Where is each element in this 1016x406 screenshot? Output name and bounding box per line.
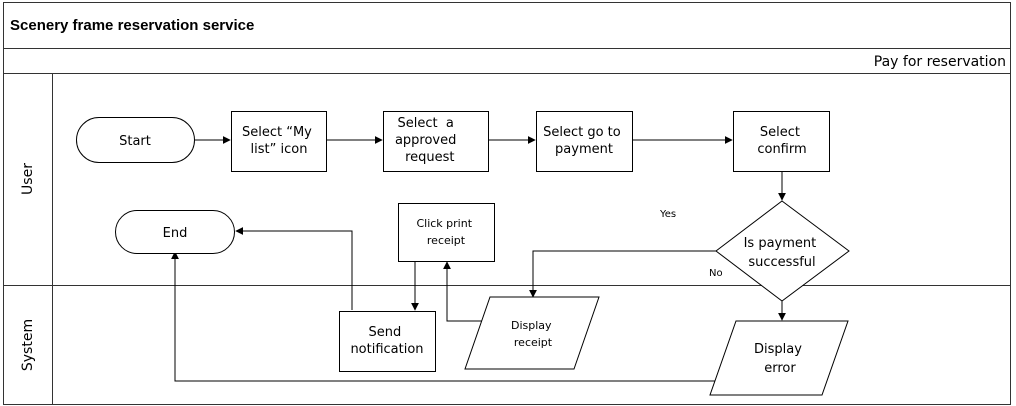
label-select-approved-line3: request [405, 150, 454, 165]
edge-decision-receipt [529, 250, 716, 298]
node-display-error [709, 320, 849, 396]
phase-label: Pay for reservation [874, 54, 1006, 70]
label-click-print-receipt: Click print receipt [416, 217, 475, 247]
label-send-notification-line1: Send [369, 325, 402, 340]
label-is-payment-line2: successful [748, 255, 815, 270]
node-send-notification [339, 311, 436, 372]
label-display-receipt-line1: Display [511, 319, 552, 332]
nodes [76, 111, 850, 396]
label-start: Start [119, 134, 151, 149]
node-select-my-list [231, 111, 327, 172]
node-click-print-receipt [398, 203, 495, 262]
label-select-my-list-line2: list” icon [251, 142, 308, 157]
label-select-approved-line1: Select a [397, 116, 453, 131]
node-is-payment-successful [715, 200, 850, 302]
label-send-notification-line2: notification [350, 342, 423, 357]
label-display-error-line1: Display [754, 342, 802, 357]
edge-label-yes: Yes [659, 209, 676, 220]
label-select-approved-line2: approved [395, 133, 456, 148]
edge-receipt-print [443, 261, 490, 322]
label-end: End [163, 226, 188, 241]
label-select-my-list-line1: Select “My [242, 125, 312, 140]
node-end [115, 210, 235, 254]
label-click-print-line2: receipt [427, 234, 466, 247]
label-select-go-payment: Select go to payment [543, 125, 625, 157]
label-select-confirm-line2: confirm [757, 142, 806, 157]
node-select-confirm [733, 111, 830, 172]
label-display-error: Display error [754, 342, 806, 376]
label-select-confirm-line1: Select [760, 125, 800, 140]
node-start [76, 117, 195, 163]
diagram-frame [3, 2, 1011, 405]
edge-label-no: No [709, 268, 723, 279]
label-select-my-list: Select “My list” icon [242, 125, 316, 157]
lane-label-user: User [20, 163, 36, 195]
diagram-title: Scenery frame reservation service [10, 17, 254, 34]
node-select-go-payment [536, 111, 633, 172]
label-is-payment-line1: Is payment [744, 236, 817, 251]
label-select-approved: Select a approved request [0, 0, 477, 165]
label-select-go-payment-line1: Select go to [543, 125, 621, 140]
connectors [171, 136, 786, 382]
label-display-error-line2: error [764, 361, 796, 376]
label-select-confirm: Select confirm [757, 125, 806, 157]
label-select-go-payment-line2: payment [555, 142, 613, 157]
label-send-notification: Send notification [350, 325, 423, 357]
node-select-approved [383, 111, 489, 172]
label-display-receipt-line2: receipt [514, 336, 553, 349]
lane-label-system: System [20, 319, 36, 371]
label-click-print-line1: Click print [416, 217, 472, 230]
edge-error-end [171, 251, 722, 382]
label-display-receipt: Display receipt [511, 319, 555, 349]
label-is-payment-successful: Is payment successful [744, 236, 821, 270]
node-display-receipt [464, 296, 600, 370]
edge-notification-end [235, 227, 353, 310]
